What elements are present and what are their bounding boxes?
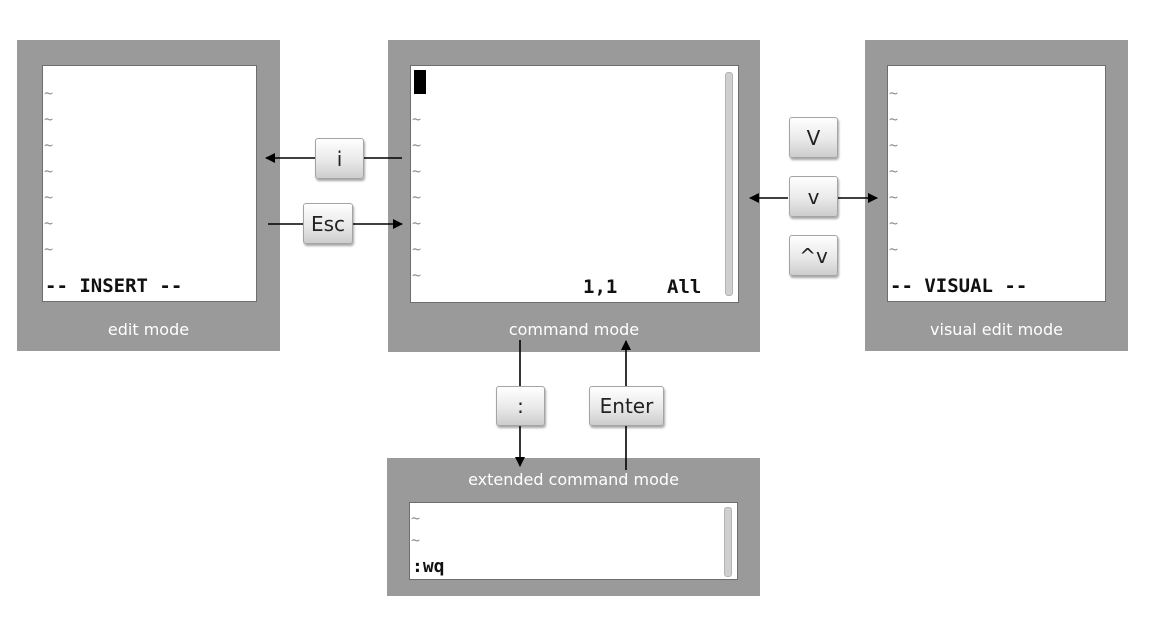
tilde-line: ~ xyxy=(889,136,899,154)
tilde-line: ~ xyxy=(412,136,422,154)
edit-mode-caption: edit mode xyxy=(107,320,190,339)
extended-mode-caption: extended command mode xyxy=(468,470,679,489)
edit-mode-panel: ~ ~ ~ ~ ~ ~ ~ -- INSERT -- edit mode xyxy=(17,40,280,351)
escape-key[interactable]: Esc xyxy=(303,203,353,244)
edit-mode-screen: ~ ~ ~ ~ ~ ~ ~ -- INSERT -- xyxy=(42,65,257,302)
tilde-line: ~ xyxy=(412,188,422,206)
command-mode-caption: command mode xyxy=(508,320,640,339)
visual-mode-tildes: ~ ~ ~ ~ ~ ~ ~ xyxy=(889,80,898,262)
scrollbar[interactable] xyxy=(725,72,733,296)
visual-key[interactable]: v xyxy=(789,176,838,217)
tilde-line: ~ xyxy=(889,188,899,206)
tilde-line: ~ xyxy=(44,84,54,102)
tilde-line: ~ xyxy=(412,214,422,232)
text-cursor xyxy=(414,70,426,94)
scrollbar[interactable] xyxy=(724,507,732,577)
extended-command-mode-panel: extended command mode ~ ~ :wq xyxy=(387,458,760,596)
tilde-line: ~ xyxy=(889,240,899,258)
tilde-line: ~ xyxy=(412,240,422,258)
colon-key[interactable]: : xyxy=(496,386,545,426)
visual-mode-panel: ~ ~ ~ ~ ~ ~ ~ -- VISUAL -- visual edit m… xyxy=(865,40,1128,351)
command-mode-panel: ~ ~ ~ ~ ~ ~ ~ 1,1 All command mode xyxy=(388,40,760,352)
command-mode-screen: ~ ~ ~ ~ ~ ~ ~ 1,1 All xyxy=(410,65,739,303)
enter-key[interactable]: Enter xyxy=(589,386,664,426)
cursor-position: 1,1 xyxy=(583,276,618,298)
tilde-line: ~ xyxy=(412,162,422,180)
insert-key[interactable]: i xyxy=(315,138,364,179)
tilde-line: ~ xyxy=(412,266,422,284)
tilde-line: ~ xyxy=(44,110,54,128)
visual-mode-caption: visual edit mode xyxy=(930,320,1063,339)
tilde-line: ~ xyxy=(44,188,54,206)
visual-mode-screen: ~ ~ ~ ~ ~ ~ ~ -- VISUAL -- xyxy=(887,65,1106,302)
tilde-line: ~ xyxy=(889,162,899,180)
extended-mode-screen: ~ ~ :wq xyxy=(409,502,738,580)
tilde-line: ~ xyxy=(44,240,54,258)
tilde-line: ~ xyxy=(889,214,899,232)
tilde-line: ~ xyxy=(44,162,54,180)
insert-status: -- INSERT -- xyxy=(45,275,183,297)
tilde-line: ~ xyxy=(44,136,54,154)
visual-block-key[interactable]: ^v xyxy=(789,235,838,276)
command-line: :wq xyxy=(412,556,445,577)
tilde-line: ~ xyxy=(889,84,899,102)
scroll-scope: All xyxy=(667,276,702,298)
visual-line-key[interactable]: V xyxy=(789,117,838,158)
visual-status: -- VISUAL -- xyxy=(890,275,1028,297)
extended-mode-tildes: ~ ~ xyxy=(411,507,420,551)
edit-mode-tildes: ~ ~ ~ ~ ~ ~ ~ xyxy=(44,80,53,262)
tilde-line: ~ xyxy=(411,531,421,549)
tilde-line: ~ xyxy=(412,110,422,128)
tilde-line: ~ xyxy=(411,509,421,527)
tilde-line: ~ xyxy=(889,110,899,128)
command-mode-tildes: ~ ~ ~ ~ ~ ~ ~ xyxy=(412,106,421,288)
tilde-line: ~ xyxy=(44,214,54,232)
